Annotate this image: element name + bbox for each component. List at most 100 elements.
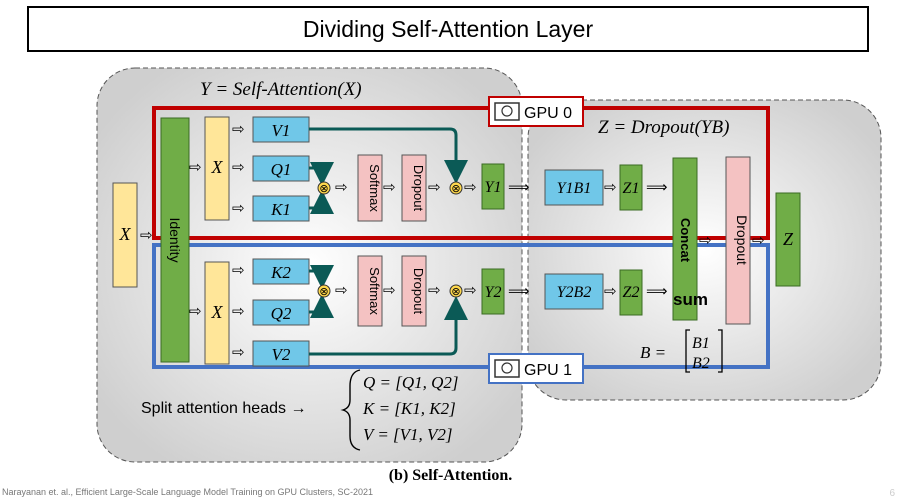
gpu1-badge: GPU 1 (488, 353, 584, 384)
gpu1-partition (152, 243, 770, 369)
k1-block (252, 195, 310, 222)
split-k: K = [K1, K2] (362, 399, 456, 418)
arrow-icon: ⇨ (232, 303, 245, 320)
y1-label: Y1 (485, 179, 502, 196)
y1-block (481, 163, 505, 210)
z2-label: Z2 (623, 284, 640, 301)
arrow-icon: ⇨ (604, 179, 617, 196)
q1-block (252, 155, 310, 182)
x-head2-block (204, 261, 230, 365)
z1-label: Z1 (623, 180, 640, 197)
gpu-fan-icon (501, 362, 513, 374)
b-matrix-top: B1 (692, 335, 710, 352)
gpu-icon (494, 102, 520, 121)
arrow-icon: ⇨ (140, 227, 153, 244)
identity-label: Identity (167, 217, 183, 262)
b-matrix-lhs: B = (640, 343, 666, 362)
arrow-icon: ⇨ (189, 159, 202, 176)
b-matrix-bracket-right (718, 329, 723, 373)
y2-block (481, 268, 505, 315)
split-q: Q = [Q1, Q2] (363, 373, 459, 392)
arrow-icon: ⇨ (428, 282, 441, 299)
arrow-icon: ⇨ (383, 179, 396, 196)
multiply1-symbol: ⊗ (319, 183, 328, 195)
gpu-fan-icon (501, 105, 513, 117)
q1-arrow (309, 162, 334, 186)
gpu1-label: GPU 1 (524, 362, 572, 379)
slide-title: Dividing Self-Attention Layer (27, 6, 869, 52)
gpu0-label: GPU 0 (524, 105, 572, 122)
q2-label: Q2 (271, 304, 292, 323)
dropout2-block (401, 255, 427, 327)
identity-block (160, 117, 190, 363)
multiply4-icon (449, 284, 463, 298)
k2-block (252, 258, 310, 285)
concat-label: Concat (678, 218, 693, 263)
yb2-label: Y2B2 (557, 284, 592, 301)
x-head1-block (204, 116, 230, 221)
arrow-icon: ⇨ (335, 179, 348, 196)
yb2-block (544, 273, 604, 310)
softmax2-block (357, 255, 383, 327)
arrow-icon: ⇨ (189, 303, 202, 320)
z-output-block (775, 192, 801, 287)
x-head2-label: X (211, 302, 224, 322)
dropout2-label: Dropout (411, 268, 426, 315)
arrow-icon: ⇨ (232, 121, 245, 138)
v1-arrow (309, 127, 468, 184)
arrow-icon: ⇨ (383, 282, 396, 299)
input-x-block (112, 182, 138, 288)
arrow-icon: ⇨ (335, 282, 348, 299)
arrow-icon: ⇨ (232, 159, 245, 176)
k2-arrow (309, 265, 334, 289)
arrow-icon: ⇨ (699, 232, 712, 249)
arrow-icon: ⇨ (464, 282, 477, 299)
split-heads-label: Split attention heads → (141, 400, 306, 417)
v2-block (252, 340, 310, 367)
page-number: 6 (889, 488, 895, 499)
multiply2-symbol: ⊗ (451, 183, 460, 195)
x-head1-label: X (211, 157, 224, 177)
q2-arrow (309, 294, 334, 318)
v2-label: V2 (272, 345, 291, 364)
arrow-icon: ⇨ (232, 344, 245, 361)
v2-arrow (309, 296, 468, 356)
z2-block (619, 269, 643, 316)
multiply3-symbol: ⊗ (319, 286, 328, 298)
multiply1-icon (317, 181, 331, 195)
self-attention-equation: Y = Self-Attention(X) (200, 79, 362, 100)
final-dropout-label: Dropout (734, 215, 750, 265)
multiply2-icon (449, 181, 463, 195)
sum-label: sum (673, 290, 708, 309)
arrow-icon: ⇨ (232, 200, 245, 217)
softmax1-label: Softmax (367, 164, 382, 212)
arrow-icon: ⟹ (508, 283, 530, 300)
k1-label: K1 (270, 200, 291, 219)
b-matrix-bottom: B2 (692, 355, 710, 372)
v1-label: V1 (272, 121, 291, 140)
split-v: V = [V1, V2] (363, 425, 453, 444)
arrow-icon: ⇨ (464, 179, 477, 196)
b-matrix-bracket-left (685, 329, 690, 373)
split-brace (340, 369, 361, 451)
gpu0-partition (152, 106, 770, 240)
k1-arrow (309, 190, 334, 214)
arrow-icon: ⇨ (428, 179, 441, 196)
gpu0-badge: GPU 0 (488, 96, 584, 127)
softmax2-label: Softmax (367, 267, 382, 315)
q1-label: Q1 (271, 160, 292, 179)
final-dropout-block (725, 156, 751, 325)
concat-sum-block (672, 157, 698, 321)
gpu-icon (494, 359, 520, 378)
arrow-icon: ⇨ (604, 283, 617, 300)
z1-block (619, 164, 643, 211)
k2-label: K2 (270, 263, 291, 282)
softmax1-block (357, 154, 383, 222)
arrow-icon: ⟹ (508, 179, 530, 196)
input-x-label: X (119, 224, 132, 244)
z-output-label: Z (783, 229, 794, 249)
dropout1-block (401, 154, 427, 222)
y2-label: Y2 (485, 284, 502, 301)
dropout1-label: Dropout (411, 165, 426, 212)
